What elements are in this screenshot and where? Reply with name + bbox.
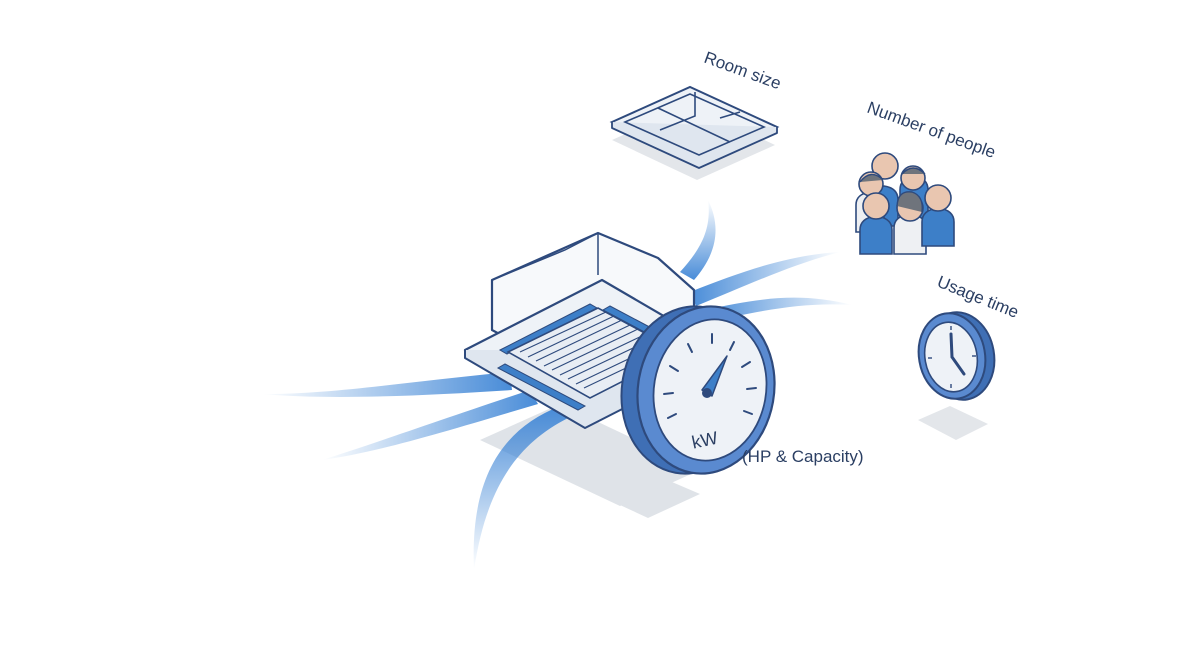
- power-gauge-icon: kW: [620, 305, 776, 475]
- ceiling-cassette-ac-icon: [463, 231, 724, 429]
- wall-clock-icon: [917, 311, 996, 401]
- airflow-streams: [262, 200, 852, 570]
- floor-plan-icon: [609, 85, 780, 169]
- hp-capacity-label: (HP & Capacity): [742, 447, 864, 466]
- people-group-icon: [855, 152, 955, 255]
- room-size-label: Room size: [702, 48, 784, 93]
